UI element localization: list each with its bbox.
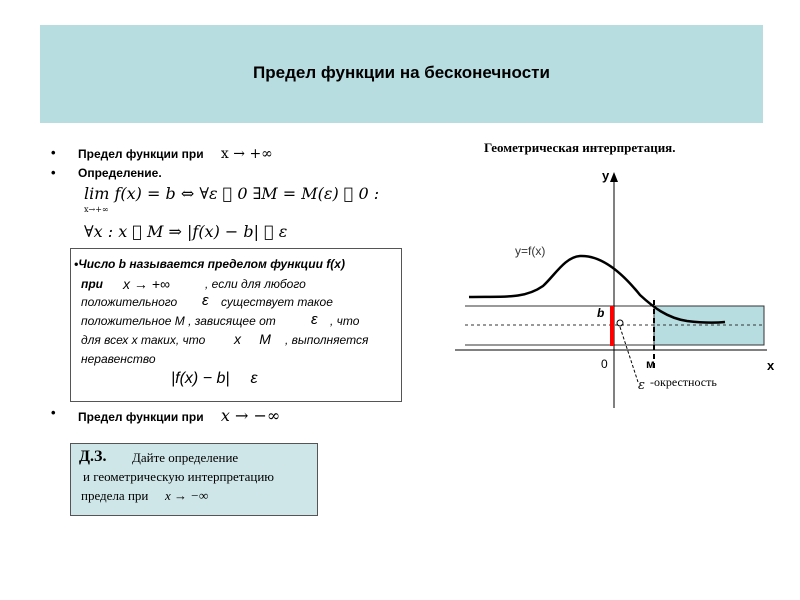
definition-line-5-math: x ⃞ M <box>234 331 271 347</box>
m-label: м <box>646 357 655 371</box>
bullet-text: Предел функции при <box>78 147 204 161</box>
origin-label: 0 <box>601 357 608 371</box>
formula-line-1: lim f(x) = b ⇔ ∀ε ⃞ 0 ∃M = M(ε) ⃞ 0 : <box>84 184 380 203</box>
formula-lim-subscript: x→+∞ <box>84 205 109 214</box>
y-axis-arrow <box>610 172 618 182</box>
bullet-text: Предел функции при <box>78 410 204 424</box>
epsilon-symbol: ε <box>638 378 645 393</box>
formula-line-2: ∀x : x ⃞ M ⇒ |f(x) − b| ⃞ ε <box>84 222 288 241</box>
definition-line-3-text: положительного <box>81 295 178 309</box>
definition-line-1: •Число b называется пределом функции f(x… <box>74 257 345 271</box>
bullet-dot: • <box>51 145 56 160</box>
definition-line-4-tail: , что <box>330 314 360 328</box>
definition-line-4-text: положительное М , зависящее от <box>81 314 276 328</box>
homework-line-1: Дайте определение <box>132 450 239 465</box>
epsilon-label: -окрестность <box>650 375 717 389</box>
graph-title: Геометрическая интерпретация. <box>484 140 676 155</box>
epsilon-pointer <box>619 326 639 383</box>
limit-formula: lim f(x) = b ⇔ ∀ε ⃞ 0 ∃M = M(ε) ⃞ 0 : x→… <box>84 184 444 250</box>
definition-line-3-tail: существует такое <box>221 295 333 309</box>
homework-box: Д.З. Дайте определение и геометрическую … <box>70 443 318 516</box>
b-label: b <box>597 306 604 320</box>
definition-line-5-text: для всех х таких, что <box>81 333 206 347</box>
b-point <box>616 319 624 327</box>
definition-line-2-text: при <box>81 277 103 291</box>
geometric-interpretation-graph: y x y=f(x) b 0 м ε -окрестность <box>455 168 775 408</box>
definition-line-3-math: ε <box>202 292 209 309</box>
bullet-limit-minus-inf: • Предел функции при x → −∞ <box>51 405 281 425</box>
function-label: y=f(x) <box>515 244 545 258</box>
definition-line-2-math: x → +∞ <box>123 276 170 292</box>
bullet-definition: • Определение. <box>51 165 162 180</box>
bullet-dot: • <box>51 405 56 420</box>
definition-line-6-text: неравенство <box>81 352 156 366</box>
homework-line-3: предела при <box>81 488 149 503</box>
homework-prefix: Д.З. <box>79 448 107 465</box>
homework-line-2: и геометрическую интерпретацию <box>83 469 275 484</box>
bullet-math: x → +∞ <box>220 146 273 162</box>
x-axis-label: x <box>767 358 775 373</box>
definition-line-2-tail: , если для любого <box>205 277 306 291</box>
bullet-dot: • <box>51 165 56 180</box>
bullet-limit-plus-inf: • Предел функции при x → +∞ <box>51 145 273 162</box>
page-title: Предел функции на бесконечности <box>253 63 550 82</box>
definition-line-5-tail: , выполняется <box>285 333 369 347</box>
y-axis-label: y <box>602 168 610 183</box>
bullet-math: x → −∞ <box>220 406 281 425</box>
title-banner: Предел функции на бесконечности <box>40 25 763 123</box>
definition-inequality: |f(x) − b| ⃞ ε <box>171 370 258 387</box>
function-curve <box>468 254 726 324</box>
definition-box: •Число b называется пределом функции f(x… <box>70 248 402 402</box>
definition-line-4-math: ε <box>311 311 318 328</box>
epsilon-band <box>653 305 765 346</box>
bullet-text: Определение. <box>78 166 162 180</box>
homework-line-3-math: x → −∞ <box>165 488 209 503</box>
